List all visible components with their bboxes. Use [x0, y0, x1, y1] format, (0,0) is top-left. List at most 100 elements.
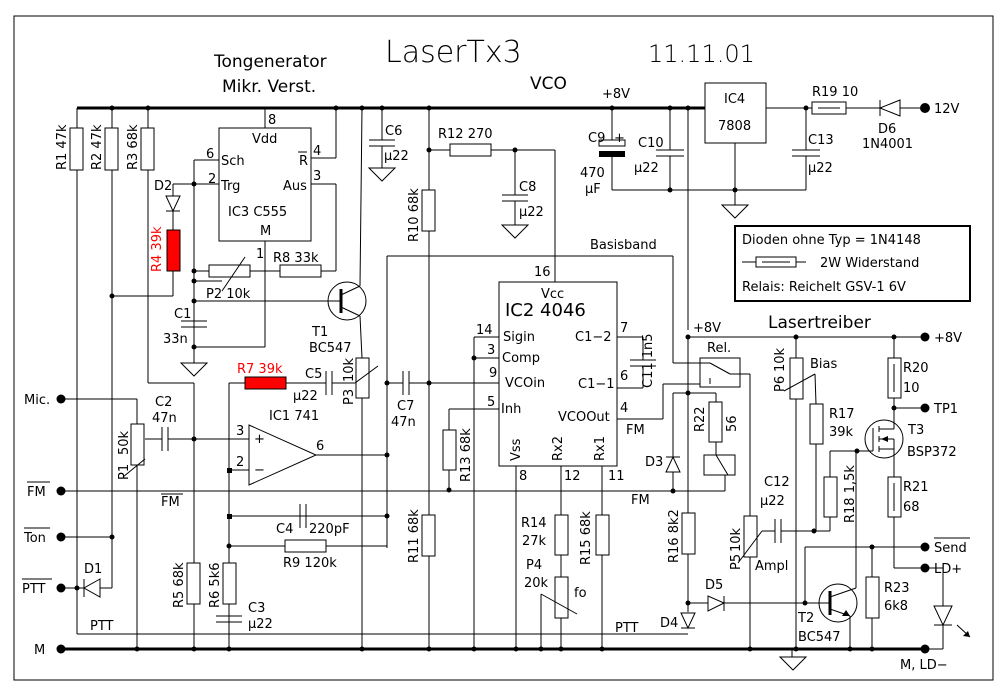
svg-text:33n: 33n [163, 332, 188, 347]
d6-diode [878, 99, 901, 117]
svg-text:T1: T1 [311, 325, 328, 340]
svg-text:Send: Send [934, 541, 967, 556]
svg-text:R23: R23 [884, 581, 910, 596]
svg-text:R18 1,5k: R18 1,5k [843, 465, 858, 523]
svg-text:P1: P1 [117, 464, 132, 480]
svg-text:39k: 39k [829, 425, 854, 440]
ic3-timer: 8 Vdd 6 Sch 2 Trg R 4 3 Aus IC3 C555 M 1 [173, 105, 339, 348]
svg-text:16: 16 [534, 265, 551, 280]
title: LaserTx3 [385, 35, 522, 70]
svg-text:56: 56 [725, 415, 740, 432]
r11 [421, 514, 436, 557]
svg-text:PTT: PTT [22, 582, 46, 597]
ground-symbol [367, 167, 397, 182]
svg-text:R15 68k: R15 68k [579, 511, 594, 565]
svg-text:D3: D3 [645, 455, 663, 470]
svg-text:IC1 741: IC1 741 [269, 409, 319, 424]
input-resistors: R1 47k R2 47k R3 68k [55, 105, 155, 634]
svg-text:47n: 47n [391, 415, 416, 430]
svg-text:Vss: Vss [509, 438, 524, 461]
terminal-m[interactable] [56, 644, 66, 654]
p6-potentiometer [789, 357, 804, 400]
d2-diode [165, 195, 181, 213]
svg-text:27k: 27k [522, 534, 547, 549]
svg-text:6k8: 6k8 [884, 599, 908, 614]
svg-text:R10 68k: R10 68k [407, 188, 422, 242]
svg-text:Trg: Trg [220, 179, 240, 194]
svg-text:7: 7 [620, 321, 628, 336]
svg-text:BC547: BC547 [798, 630, 841, 645]
svg-text:11: 11 [608, 469, 625, 484]
svg-text:Mic.: Mic. [24, 393, 50, 408]
svg-text:µ22: µ22 [634, 161, 659, 176]
svg-text:1N4001: 1N4001 [862, 137, 913, 152]
r10 [421, 189, 436, 232]
svg-text:2: 2 [236, 455, 244, 470]
svg-text:IC3 C555: IC3 C555 [228, 205, 287, 220]
svg-text:BSP372: BSP372 [907, 445, 957, 460]
d3-diode [665, 455, 681, 473]
ic1-opamp: 3 2 + − 6 IC1 741 [194, 409, 390, 486]
svg-text:T2: T2 [797, 611, 814, 626]
r3 [140, 127, 155, 171]
svg-text:10: 10 [903, 381, 920, 396]
svg-text:+: + [614, 131, 625, 146]
d5-diode [707, 595, 726, 612]
r22 [708, 401, 723, 443]
svg-text:3: 3 [313, 169, 321, 184]
c9-capacitor [598, 139, 626, 147]
svg-text:Vdd: Vdd [252, 132, 277, 147]
svg-text:10k: 10k [342, 357, 357, 382]
terminal-send[interactable] [920, 542, 930, 552]
svg-text:R19 10: R19 10 [812, 85, 858, 100]
svg-text:14: 14 [476, 323, 493, 338]
svg-text:Rx1: Rx1 [593, 436, 608, 461]
svg-text:12: 12 [564, 469, 581, 484]
svg-text:µF: µF [585, 182, 601, 197]
svg-text:P4: P4 [526, 558, 542, 573]
svg-text:10k: 10k [773, 347, 788, 372]
svg-text:8: 8 [519, 469, 527, 484]
d1-diode [82, 578, 101, 598]
svg-text:BC547: BC547 [309, 341, 352, 356]
r4-highlighted [166, 229, 181, 272]
svg-text:5: 5 [487, 395, 495, 410]
svg-text:Ampl: Ampl [755, 559, 788, 574]
svg-text:Inh: Inh [501, 402, 521, 417]
terminal-12v[interactable] [920, 103, 930, 113]
terminal-8v[interactable] [920, 332, 930, 342]
svg-text:R12 270: R12 270 [438, 127, 493, 142]
ground-symbol [720, 204, 750, 219]
r9 [284, 539, 327, 553]
r6 [222, 562, 237, 605]
svg-text:1: 1 [256, 247, 264, 262]
svg-text:C10: C10 [638, 136, 664, 151]
t2-transistor: T2 BC547 [797, 583, 858, 649]
svg-text:R17: R17 [829, 407, 855, 422]
svg-text:−: − [254, 463, 265, 478]
svg-text:FM: FM [161, 495, 180, 510]
emission-arrow-icon [963, 631, 970, 637]
terminal-tp1[interactable] [920, 403, 930, 413]
svg-text:R21: R21 [903, 480, 929, 495]
svg-text:Sigin: Sigin [503, 330, 535, 345]
svg-text:3: 3 [487, 343, 495, 358]
svg-text:R9 120k: R9 120k [283, 556, 337, 571]
r13 [442, 429, 457, 471]
d4-diode [680, 612, 696, 630]
ground-symbol [500, 224, 530, 239]
svg-text:R4 39k: R4 39k [150, 226, 165, 272]
svg-text:C4: C4 [276, 522, 293, 537]
svg-text:C5: C5 [305, 367, 322, 382]
svg-text:Aus: Aus [283, 179, 307, 194]
legend-box: Dioden ohne Typ = 1N4148 2W Widerstand R… [734, 225, 971, 302]
r23 [865, 576, 880, 619]
svg-text:T3: T3 [907, 423, 924, 438]
svg-text:6: 6 [620, 369, 628, 384]
svg-text:FM: FM [27, 485, 46, 500]
terminal-ld-minus[interactable] [920, 644, 930, 654]
t1-transistor: T1 BC547 [194, 107, 367, 359]
svg-text:47n: 47n [152, 411, 177, 426]
svg-text:FM: FM [631, 493, 650, 508]
